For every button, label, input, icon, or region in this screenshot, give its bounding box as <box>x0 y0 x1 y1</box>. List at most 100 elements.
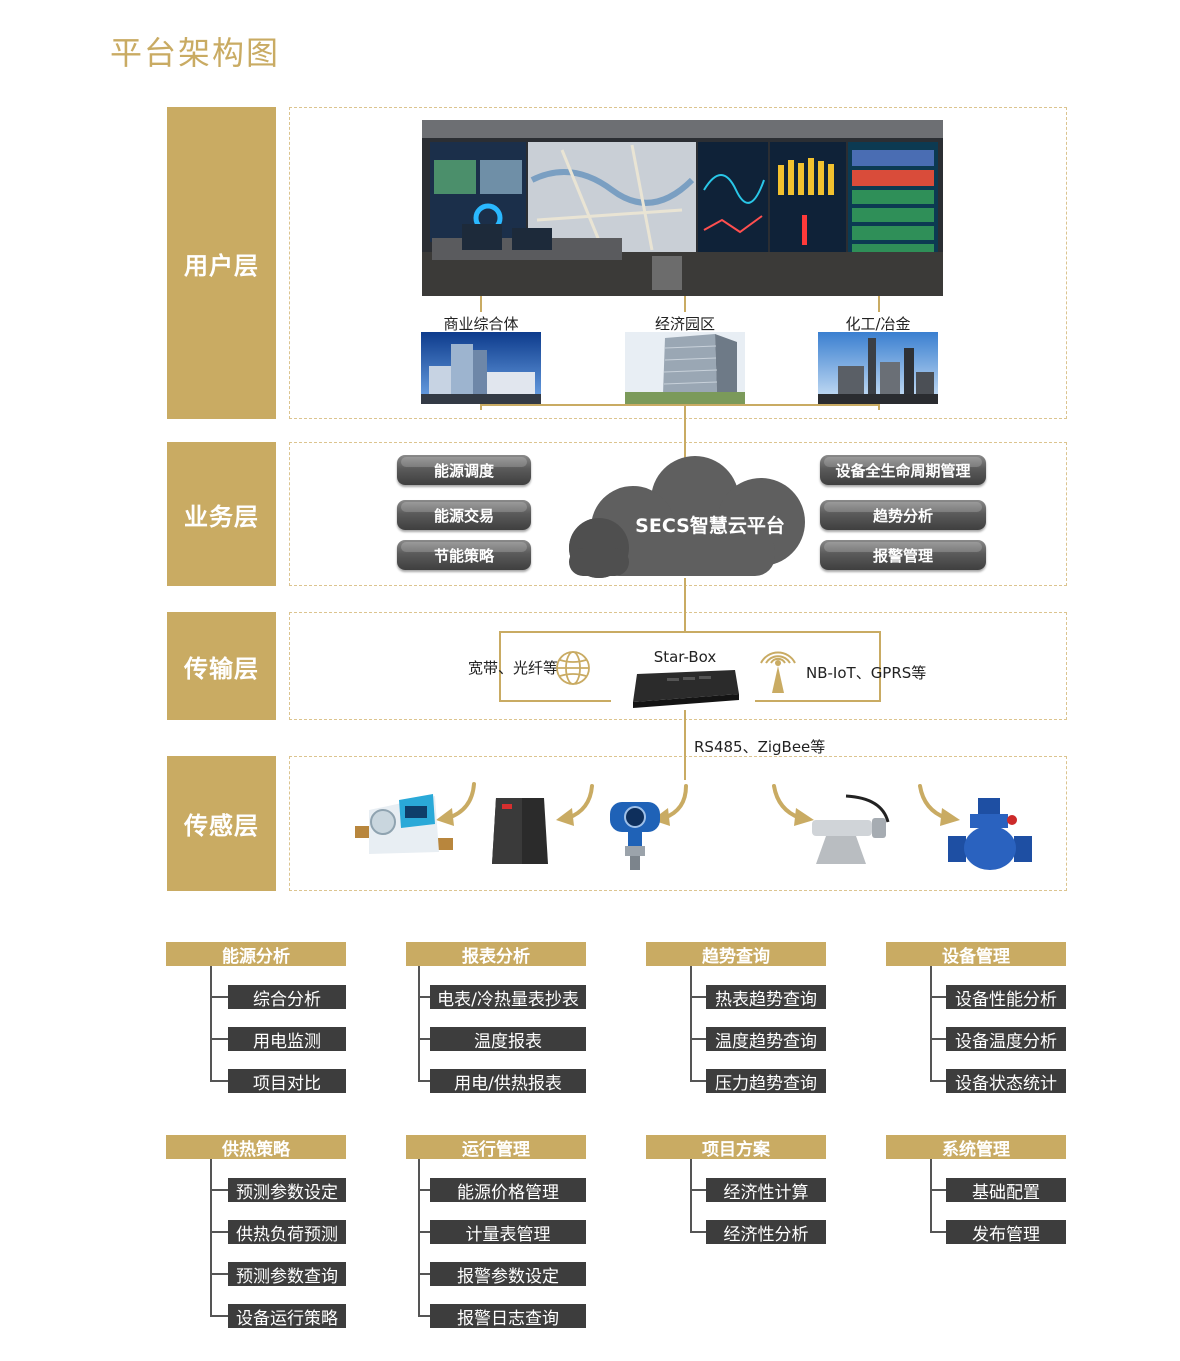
connector <box>684 710 686 780</box>
tree-line <box>210 1038 228 1040</box>
broadband-label: 宽带、光纤等 <box>467 659 558 677</box>
tree-line <box>930 1159 932 1233</box>
tree-line <box>418 1080 430 1082</box>
module-item[interactable]: 设备运行策略 <box>228 1304 346 1329</box>
economic-park-photo <box>625 332 745 404</box>
connector <box>755 700 881 702</box>
tree-line <box>930 1189 946 1191</box>
cloud-icon <box>569 456 805 578</box>
service-energy-saving: 节能策略 <box>397 540 531 570</box>
module-item[interactable]: 电表/冷热量表抄表 <box>430 985 586 1010</box>
module-item[interactable]: 设备性能分析 <box>946 985 1066 1010</box>
tree-line <box>418 966 420 1082</box>
antenna-icon <box>760 651 796 693</box>
layer-label-sensing: 传感层 <box>167 756 276 891</box>
page-title: 平台架构图 <box>110 34 281 72</box>
layer-label-transport: 传输层 <box>167 612 276 720</box>
tree-line <box>210 1159 212 1317</box>
control-valve-device <box>948 798 1032 870</box>
module-item[interactable]: 项目对比 <box>228 1069 346 1094</box>
tree-line <box>210 1189 228 1191</box>
tree-line <box>690 996 706 998</box>
transport-layer-box <box>289 612 1067 720</box>
module-item[interactable]: 用电/供热报表 <box>430 1069 586 1094</box>
nbiot-label: NB-IoT、GPRS等 <box>806 664 927 682</box>
module-report-analysis-title: 报表分析 <box>406 942 586 967</box>
module-project-plan-title: 项目方案 <box>646 1135 826 1160</box>
tree-line <box>210 1273 228 1275</box>
connector <box>499 700 611 702</box>
tree-line <box>930 996 946 998</box>
module-item[interactable]: 能源价格管理 <box>430 1178 586 1203</box>
module-item[interactable]: 温度趋势查询 <box>706 1027 826 1052</box>
temperature-sensor-device <box>812 794 890 864</box>
cabinet-device <box>492 798 548 864</box>
tree-line <box>210 1231 228 1233</box>
module-item[interactable]: 经济性计算 <box>706 1178 826 1203</box>
module-item[interactable]: 发布管理 <box>946 1220 1066 1245</box>
module-item[interactable]: 设备温度分析 <box>946 1027 1066 1052</box>
module-item[interactable]: 用电监测 <box>228 1027 346 1052</box>
module-item[interactable]: 温度报表 <box>430 1027 586 1052</box>
tree-line <box>930 966 932 1082</box>
connector <box>879 631 881 701</box>
sensing-layer-box <box>289 756 1067 891</box>
module-item[interactable]: 报警参数设定 <box>430 1262 586 1287</box>
chemical-plant-photo <box>818 332 938 404</box>
module-item[interactable]: 基础配置 <box>946 1178 1066 1203</box>
module-item[interactable]: 报警日志查询 <box>430 1304 586 1329</box>
service-energy-trading: 能源交易 <box>397 500 531 530</box>
tree-line <box>210 1080 228 1082</box>
tree-line <box>930 1080 946 1082</box>
tree-line <box>690 1159 692 1233</box>
tree-line <box>418 1038 430 1040</box>
layer-label-user: 用户层 <box>167 107 276 419</box>
tree-line <box>690 1080 706 1082</box>
control-room-photo <box>422 120 943 296</box>
tree-line <box>930 1231 946 1233</box>
module-system-management-title: 系统管理 <box>886 1135 1066 1160</box>
module-item[interactable]: 热表趋势查询 <box>706 985 826 1010</box>
tree-line <box>418 996 430 998</box>
rs485-label: RS485、ZigBee等 <box>694 738 826 756</box>
tree-line <box>418 1231 430 1233</box>
module-item[interactable]: 设备状态统计 <box>946 1069 1066 1094</box>
module-device-management-title: 设备管理 <box>886 942 1066 967</box>
platform-name: SECS智慧云平台 <box>635 515 785 537</box>
tree-line <box>210 1315 228 1317</box>
connector <box>878 296 880 312</box>
connector <box>684 578 686 632</box>
service-alarm-management: 报警管理 <box>820 540 986 570</box>
module-item[interactable]: 经济性分析 <box>706 1220 826 1245</box>
globe-icon <box>556 651 590 685</box>
starbox-device <box>633 670 739 708</box>
tree-line <box>418 1189 430 1191</box>
tree-line <box>418 1315 430 1317</box>
module-item[interactable]: 压力趋势查询 <box>706 1069 826 1094</box>
water-meter-device <box>355 794 453 854</box>
module-energy-analysis-title: 能源分析 <box>166 942 346 967</box>
connector <box>480 404 482 410</box>
module-item[interactable]: 供热负荷预测 <box>228 1220 346 1245</box>
tree-line <box>210 996 228 998</box>
connector <box>480 404 880 406</box>
service-energy-dispatch: 能源调度 <box>397 455 531 485</box>
scene-caption-park: 经济园区 <box>654 315 715 333</box>
layer-label-business: 业务层 <box>167 442 276 586</box>
module-item[interactable]: 预测参数设定 <box>228 1178 346 1203</box>
service-lifecycle-management: 设备全生命周期管理 <box>820 455 986 485</box>
module-item[interactable]: 计量表管理 <box>430 1220 586 1245</box>
scene-caption-commercial: 商业综合体 <box>443 315 519 333</box>
connector <box>480 296 482 312</box>
tree-line <box>418 1159 420 1317</box>
tree-line <box>210 966 212 1082</box>
connector <box>684 296 686 312</box>
connector <box>878 404 880 410</box>
connector <box>499 631 501 701</box>
pressure-transmitter-device <box>610 802 660 870</box>
starbox-label: Star-Box <box>653 648 717 666</box>
commercial-complex-photo <box>421 332 541 404</box>
business-layer-box <box>289 442 1067 586</box>
module-item[interactable]: 综合分析 <box>228 985 346 1010</box>
module-item[interactable]: 预测参数查询 <box>228 1262 346 1287</box>
